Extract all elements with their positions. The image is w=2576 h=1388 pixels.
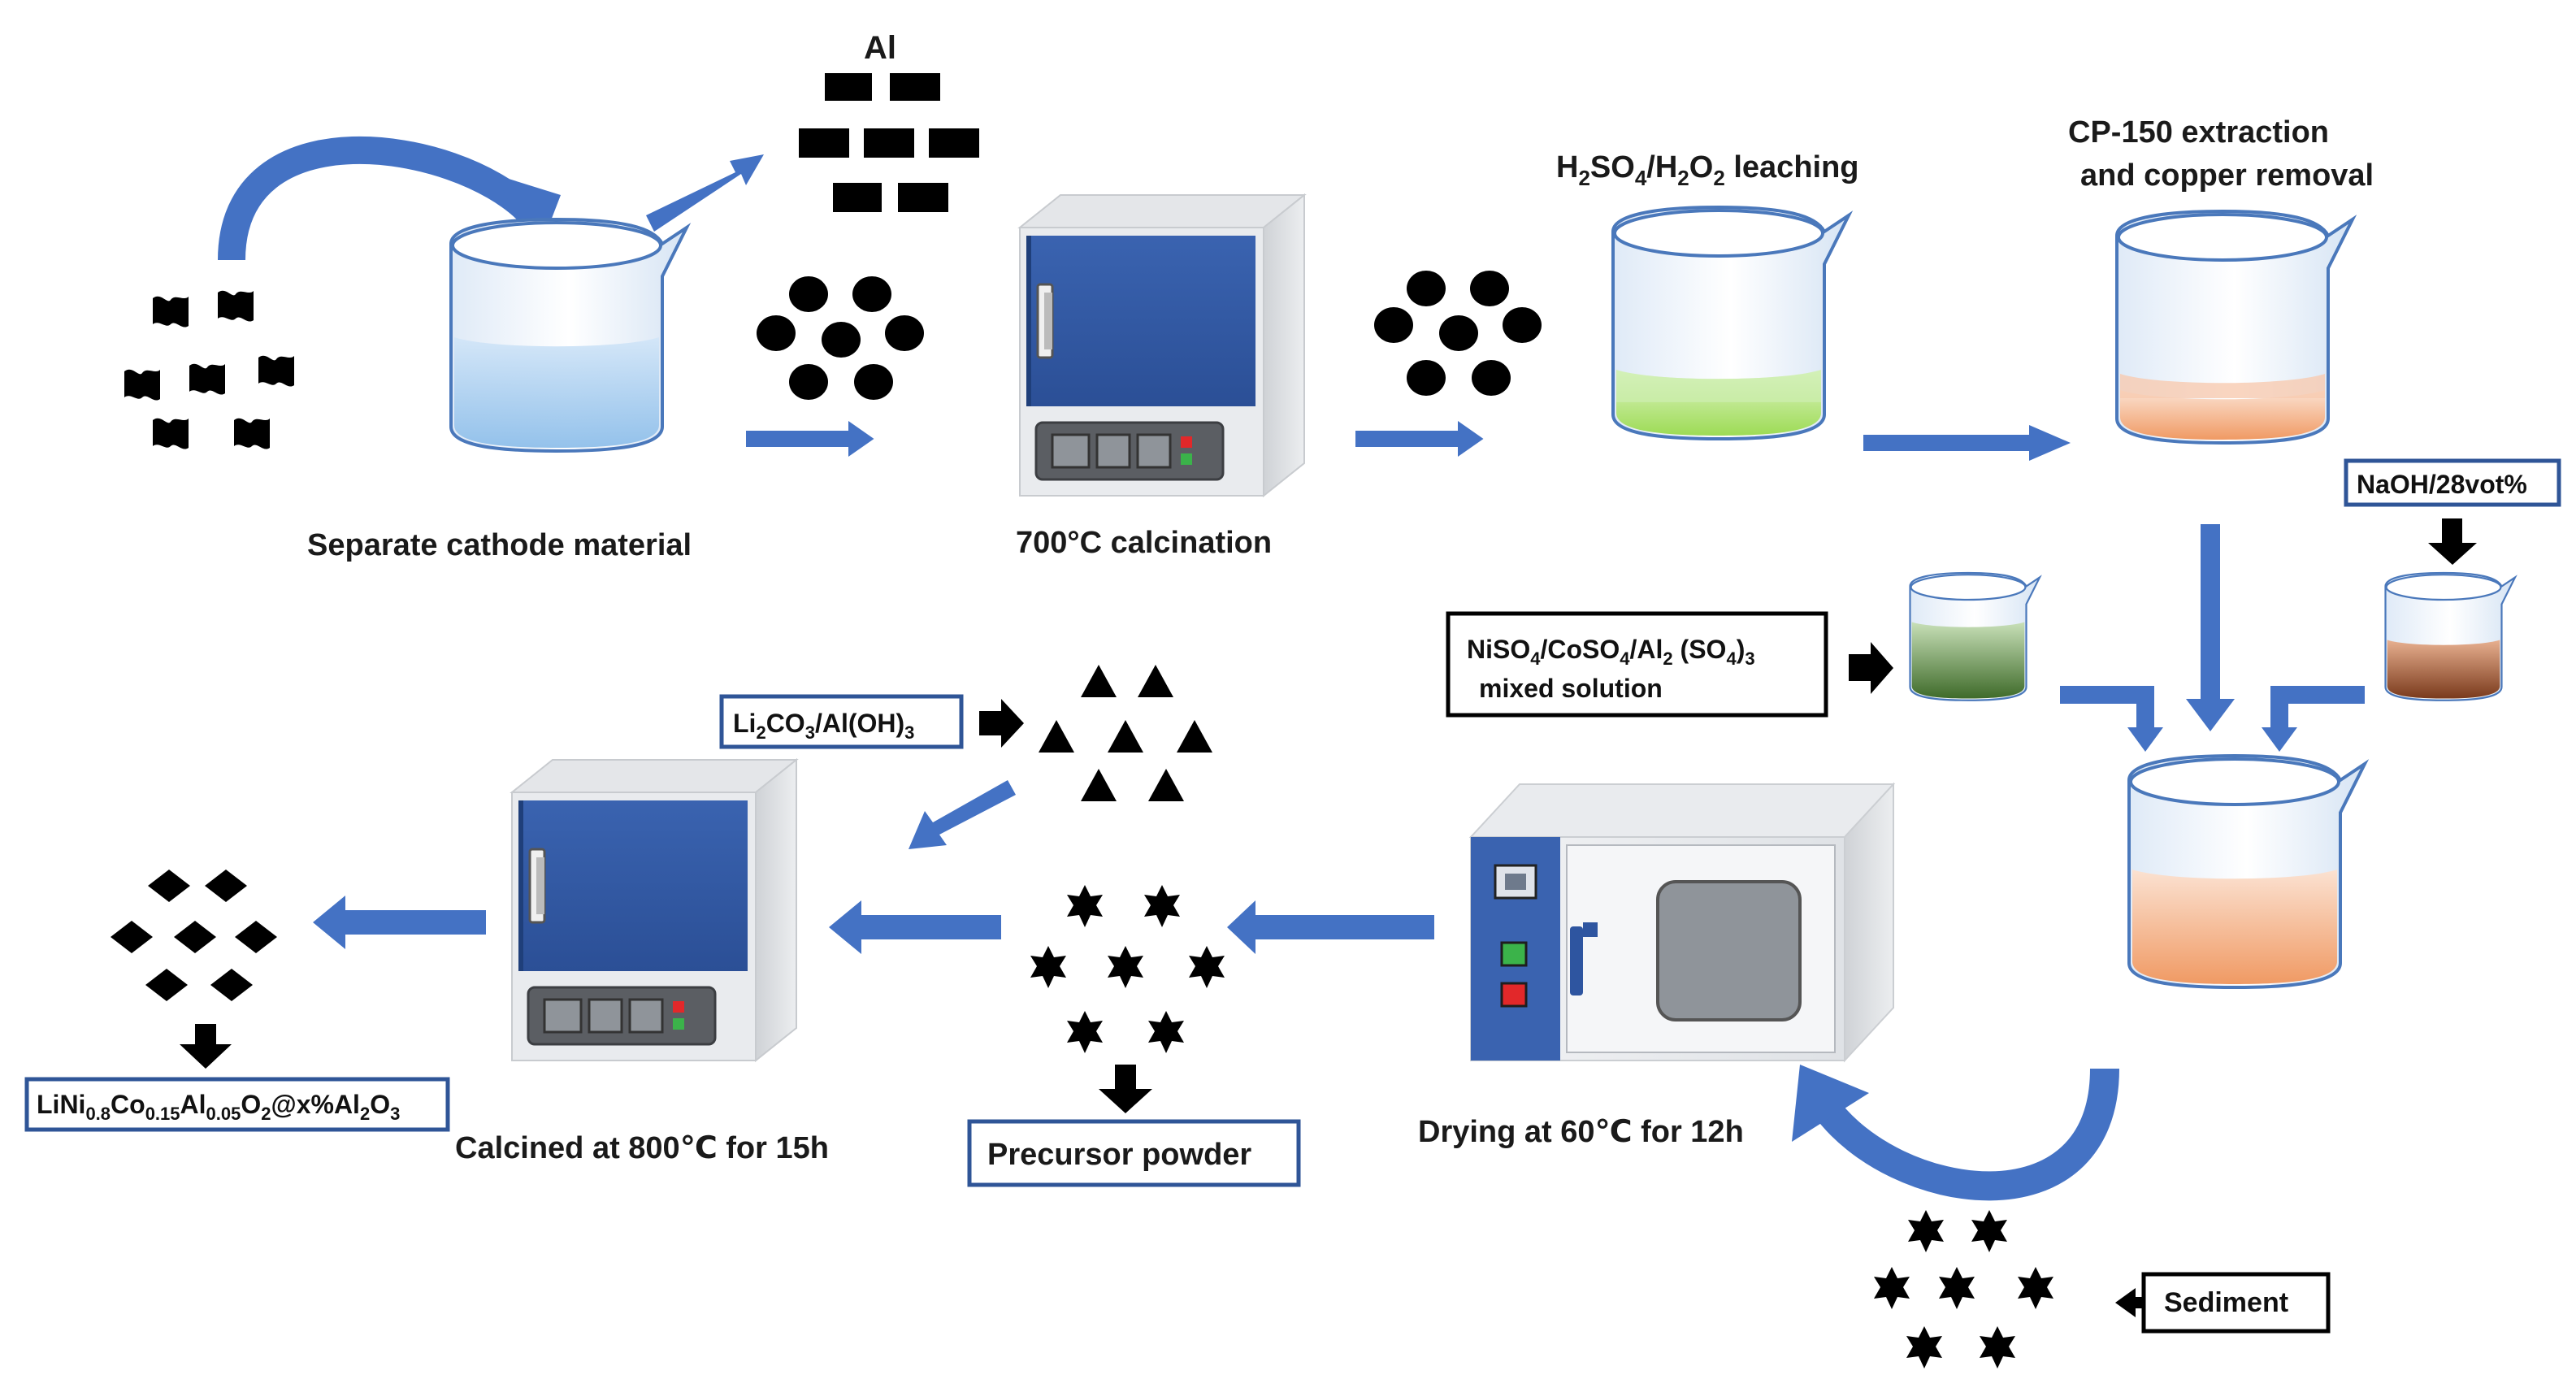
beaker-naoh (2384, 571, 2517, 701)
mixed-part-3: 4 (1620, 648, 1630, 669)
label-mixed-line1: NiSO4/CoSO4/Al2 (SO4)3 (1467, 635, 1755, 669)
curved-arrow-head (496, 175, 561, 258)
arrow-to-furnace-2 (829, 900, 1001, 954)
mixed-part-5: 2 (1663, 648, 1672, 669)
sediment-box (2141, 1272, 2331, 1334)
arrow-elbow-left (2060, 686, 2154, 735)
li2co3-part-2: CO (766, 709, 805, 738)
label-calcination-700: 700°C calcination (1016, 526, 1272, 560)
naoh-box (2344, 458, 2561, 507)
beaker-mixed-solution (1909, 571, 2041, 701)
mixed-part-1: 4 (1530, 648, 1541, 669)
leaching-part-3: 4 (1635, 166, 1647, 190)
mixed-part-6: (SO (1673, 635, 1727, 664)
leaching-part-6: O (1689, 150, 1714, 184)
label-product: LiNi0.8Co0.15Al0.05O2@x%Al2O3 (37, 1090, 400, 1124)
label-mixed-line2: mixed solution (1479, 674, 1663, 703)
arrow-elbow-left-head (2127, 727, 2163, 752)
leaching-part-0: H (1556, 150, 1578, 184)
beaker-reaction (2127, 754, 2366, 989)
arrow-to-furnace-1 (746, 421, 874, 457)
arrow-triangles-to-furnace (909, 780, 1016, 849)
product-part-6: O (241, 1090, 261, 1119)
product-part-5: 0.05 (206, 1104, 241, 1124)
product-part-4: Al (180, 1090, 206, 1119)
additive-triangles-icon (1039, 665, 1212, 801)
leaching-part-7: 2 (1713, 166, 1724, 190)
product-part-9: 2 (360, 1104, 370, 1124)
label-calcined-800: Calcined at 800℃ for 15h (455, 1131, 829, 1165)
li2co3-box (719, 694, 964, 749)
label-cp150-line2: and copper removal (2080, 158, 2374, 193)
product-box (24, 1077, 450, 1132)
leaching-part-5: 2 (1677, 166, 1689, 190)
leaching-part-4: /H (1646, 150, 1677, 184)
mixed-part-4: /Al (1630, 635, 1663, 664)
beaker-extraction (2115, 210, 2354, 445)
curved-arrow-to-drying-head (1792, 1065, 1869, 1142)
label-naoh: NaOH/28vot% (2357, 470, 2527, 499)
drying-oven (1468, 782, 1896, 1063)
precursor-stars-icon (1030, 885, 1225, 1053)
leaching-part-8: leaching (1725, 150, 1859, 184)
label-leaching: H2SO4/H2O2 leaching (1556, 150, 1859, 190)
product-part-7: 2 (261, 1104, 271, 1124)
label-precursor: Precursor powder (987, 1138, 1251, 1172)
arrow-extraction-down (2186, 524, 2235, 731)
product-diamonds-icon (111, 870, 277, 1001)
label-al: Al (864, 30, 896, 66)
product-part-2: Co (111, 1090, 145, 1119)
li2co3-part-4: /Al(OH) (815, 709, 904, 738)
product-part-3: 0.15 (145, 1104, 180, 1124)
beaker-leaching (1611, 206, 1850, 440)
li2co3-part-3: 3 (805, 722, 815, 743)
mixed-part-8: ) (1737, 635, 1746, 664)
label-li2co3: Li2CO3/Al(OH)3 (733, 709, 914, 743)
arrow-elbow-right-head (2262, 727, 2297, 752)
mixed-part-2: /CoSO (1540, 635, 1620, 664)
label-cp150-line1: CP-150 extraction (2068, 115, 2329, 150)
mixed-part-9: 3 (1745, 648, 1754, 669)
product-part-1: 0.8 (85, 1104, 111, 1124)
mixed-solution-box (1446, 611, 1828, 718)
curved-arrow-to-drying (1812, 1068, 2119, 1201)
arrow-sediment-left (2115, 1288, 2158, 1317)
arrow-to-leaching (1355, 421, 1484, 457)
arrow-to-product (313, 896, 486, 949)
leaching-part-1: 2 (1578, 166, 1589, 190)
mixed-part-0: NiSO (1467, 635, 1530, 664)
arrow-elbow-right (2270, 686, 2365, 735)
arrow-li2co3-right (979, 699, 1024, 748)
arrow-precursor-down (1099, 1065, 1152, 1113)
arrow-mixed-right (1849, 642, 1893, 694)
cathode-flakes-icon (124, 290, 294, 449)
li2co3-part-1: 2 (756, 722, 765, 743)
sediment-stars-icon (1874, 1210, 2053, 1368)
mixed-part-7: 4 (1726, 648, 1737, 669)
product-part-8: @x%Al (271, 1090, 359, 1119)
cathode-powder-circles-icon (757, 276, 924, 400)
precursor-box (967, 1119, 1301, 1187)
product-part-10: O (370, 1090, 390, 1119)
label-separate: Separate cathode material (307, 528, 692, 562)
label-drying: Drying at 60℃ for 12h (1418, 1115, 1744, 1149)
li2co3-part-0: Li (733, 709, 756, 738)
arrow-to-precursor (1227, 900, 1434, 954)
beaker-separate (449, 218, 688, 453)
leaching-part-2: SO (1590, 150, 1635, 184)
label-sediment: Sediment (2164, 1287, 2288, 1318)
muffle-furnace-1 (1018, 193, 1306, 497)
product-part-11: 3 (390, 1104, 400, 1124)
muffle-furnace-2 (510, 758, 798, 1062)
arrow-to-al (646, 154, 764, 232)
curved-arrow (218, 136, 539, 261)
li2co3-part-5: 3 (904, 722, 914, 743)
product-part-0: LiNi (37, 1090, 85, 1119)
aluminium-pieces-icon (799, 73, 979, 212)
arrow-product-down (180, 1024, 232, 1069)
arrow-to-extraction (1863, 425, 2071, 461)
arrow-naoh-down (2428, 518, 2477, 565)
calcined-powder-circles-icon (1374, 271, 1542, 396)
